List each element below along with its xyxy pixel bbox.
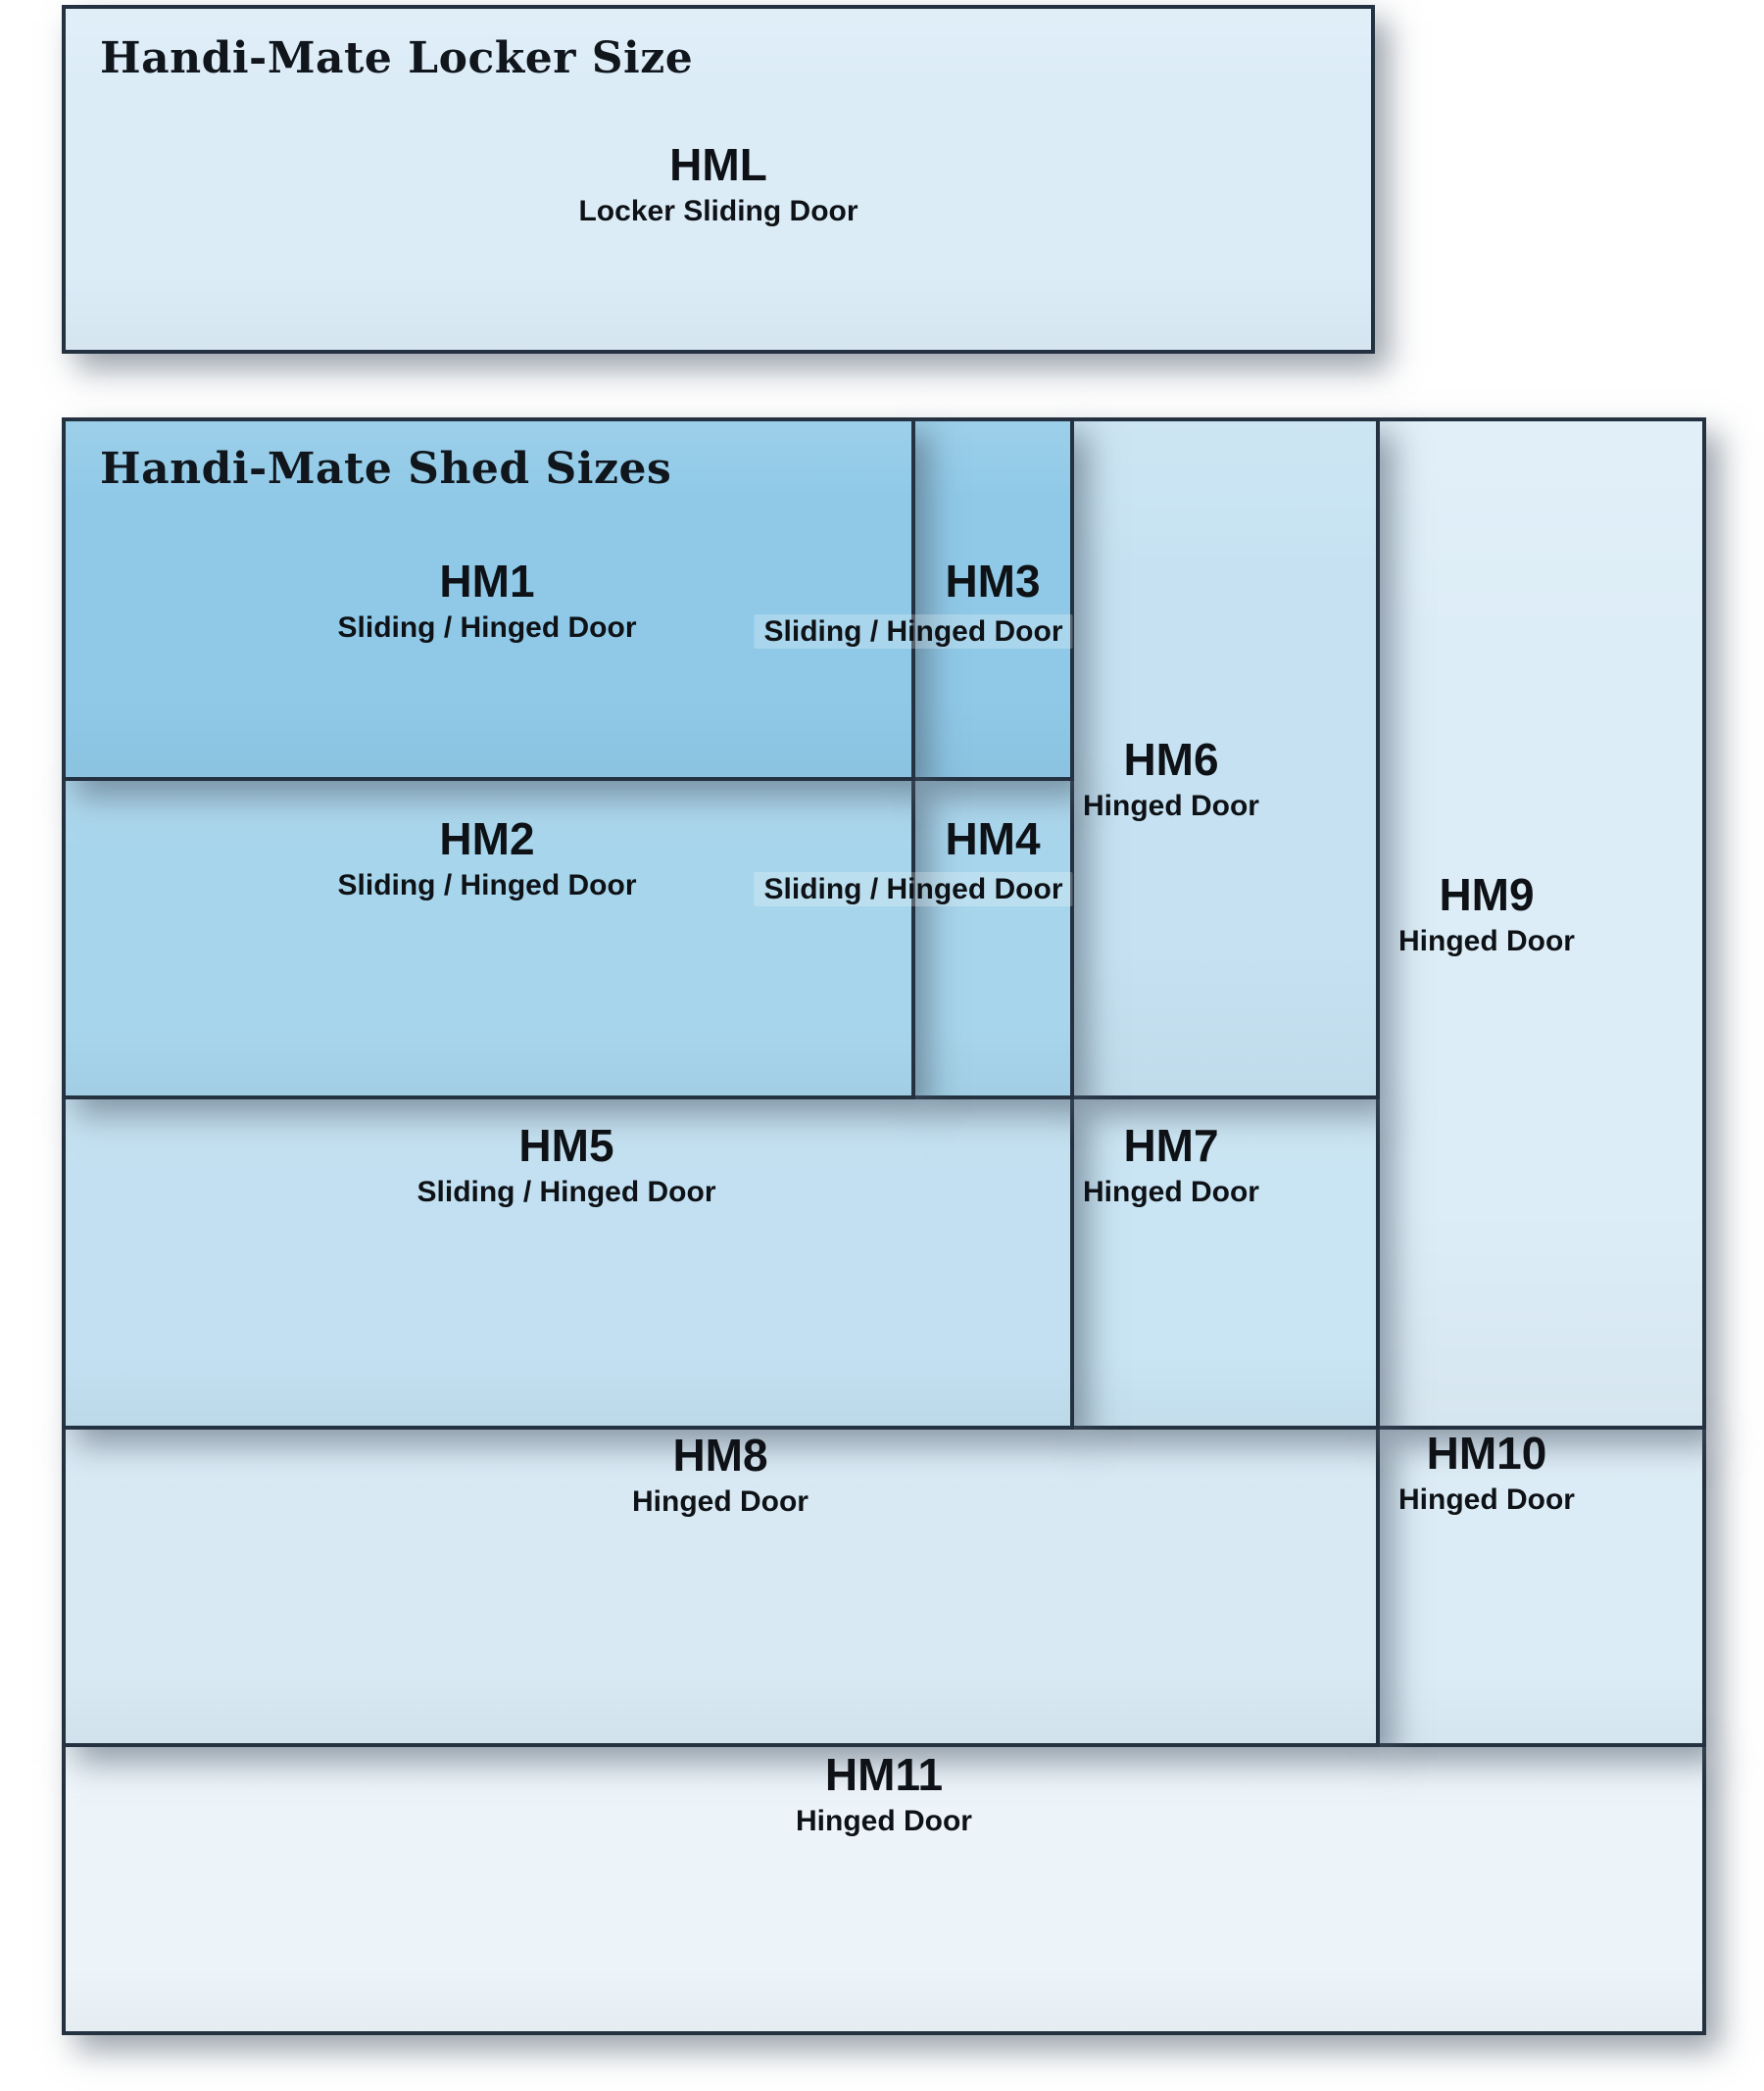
shed-box-hm2 xyxy=(62,777,915,1099)
shed-box-hm3 xyxy=(911,417,1074,781)
shed-box-hm4 xyxy=(911,777,1074,1099)
shed-box-hm6 xyxy=(1070,417,1380,1099)
shed-box-hm11 xyxy=(62,1743,1706,2035)
shed-box-hm10 xyxy=(1376,1426,1706,1747)
shed-box-hm8 xyxy=(62,1426,1380,1747)
shed-box-hm1 xyxy=(62,417,915,781)
shed-box-hm5 xyxy=(62,1095,1074,1430)
shed-box-hm7 xyxy=(1070,1095,1380,1430)
shed-box-hm9 xyxy=(1376,417,1706,1430)
locker-box-hml xyxy=(62,5,1375,354)
